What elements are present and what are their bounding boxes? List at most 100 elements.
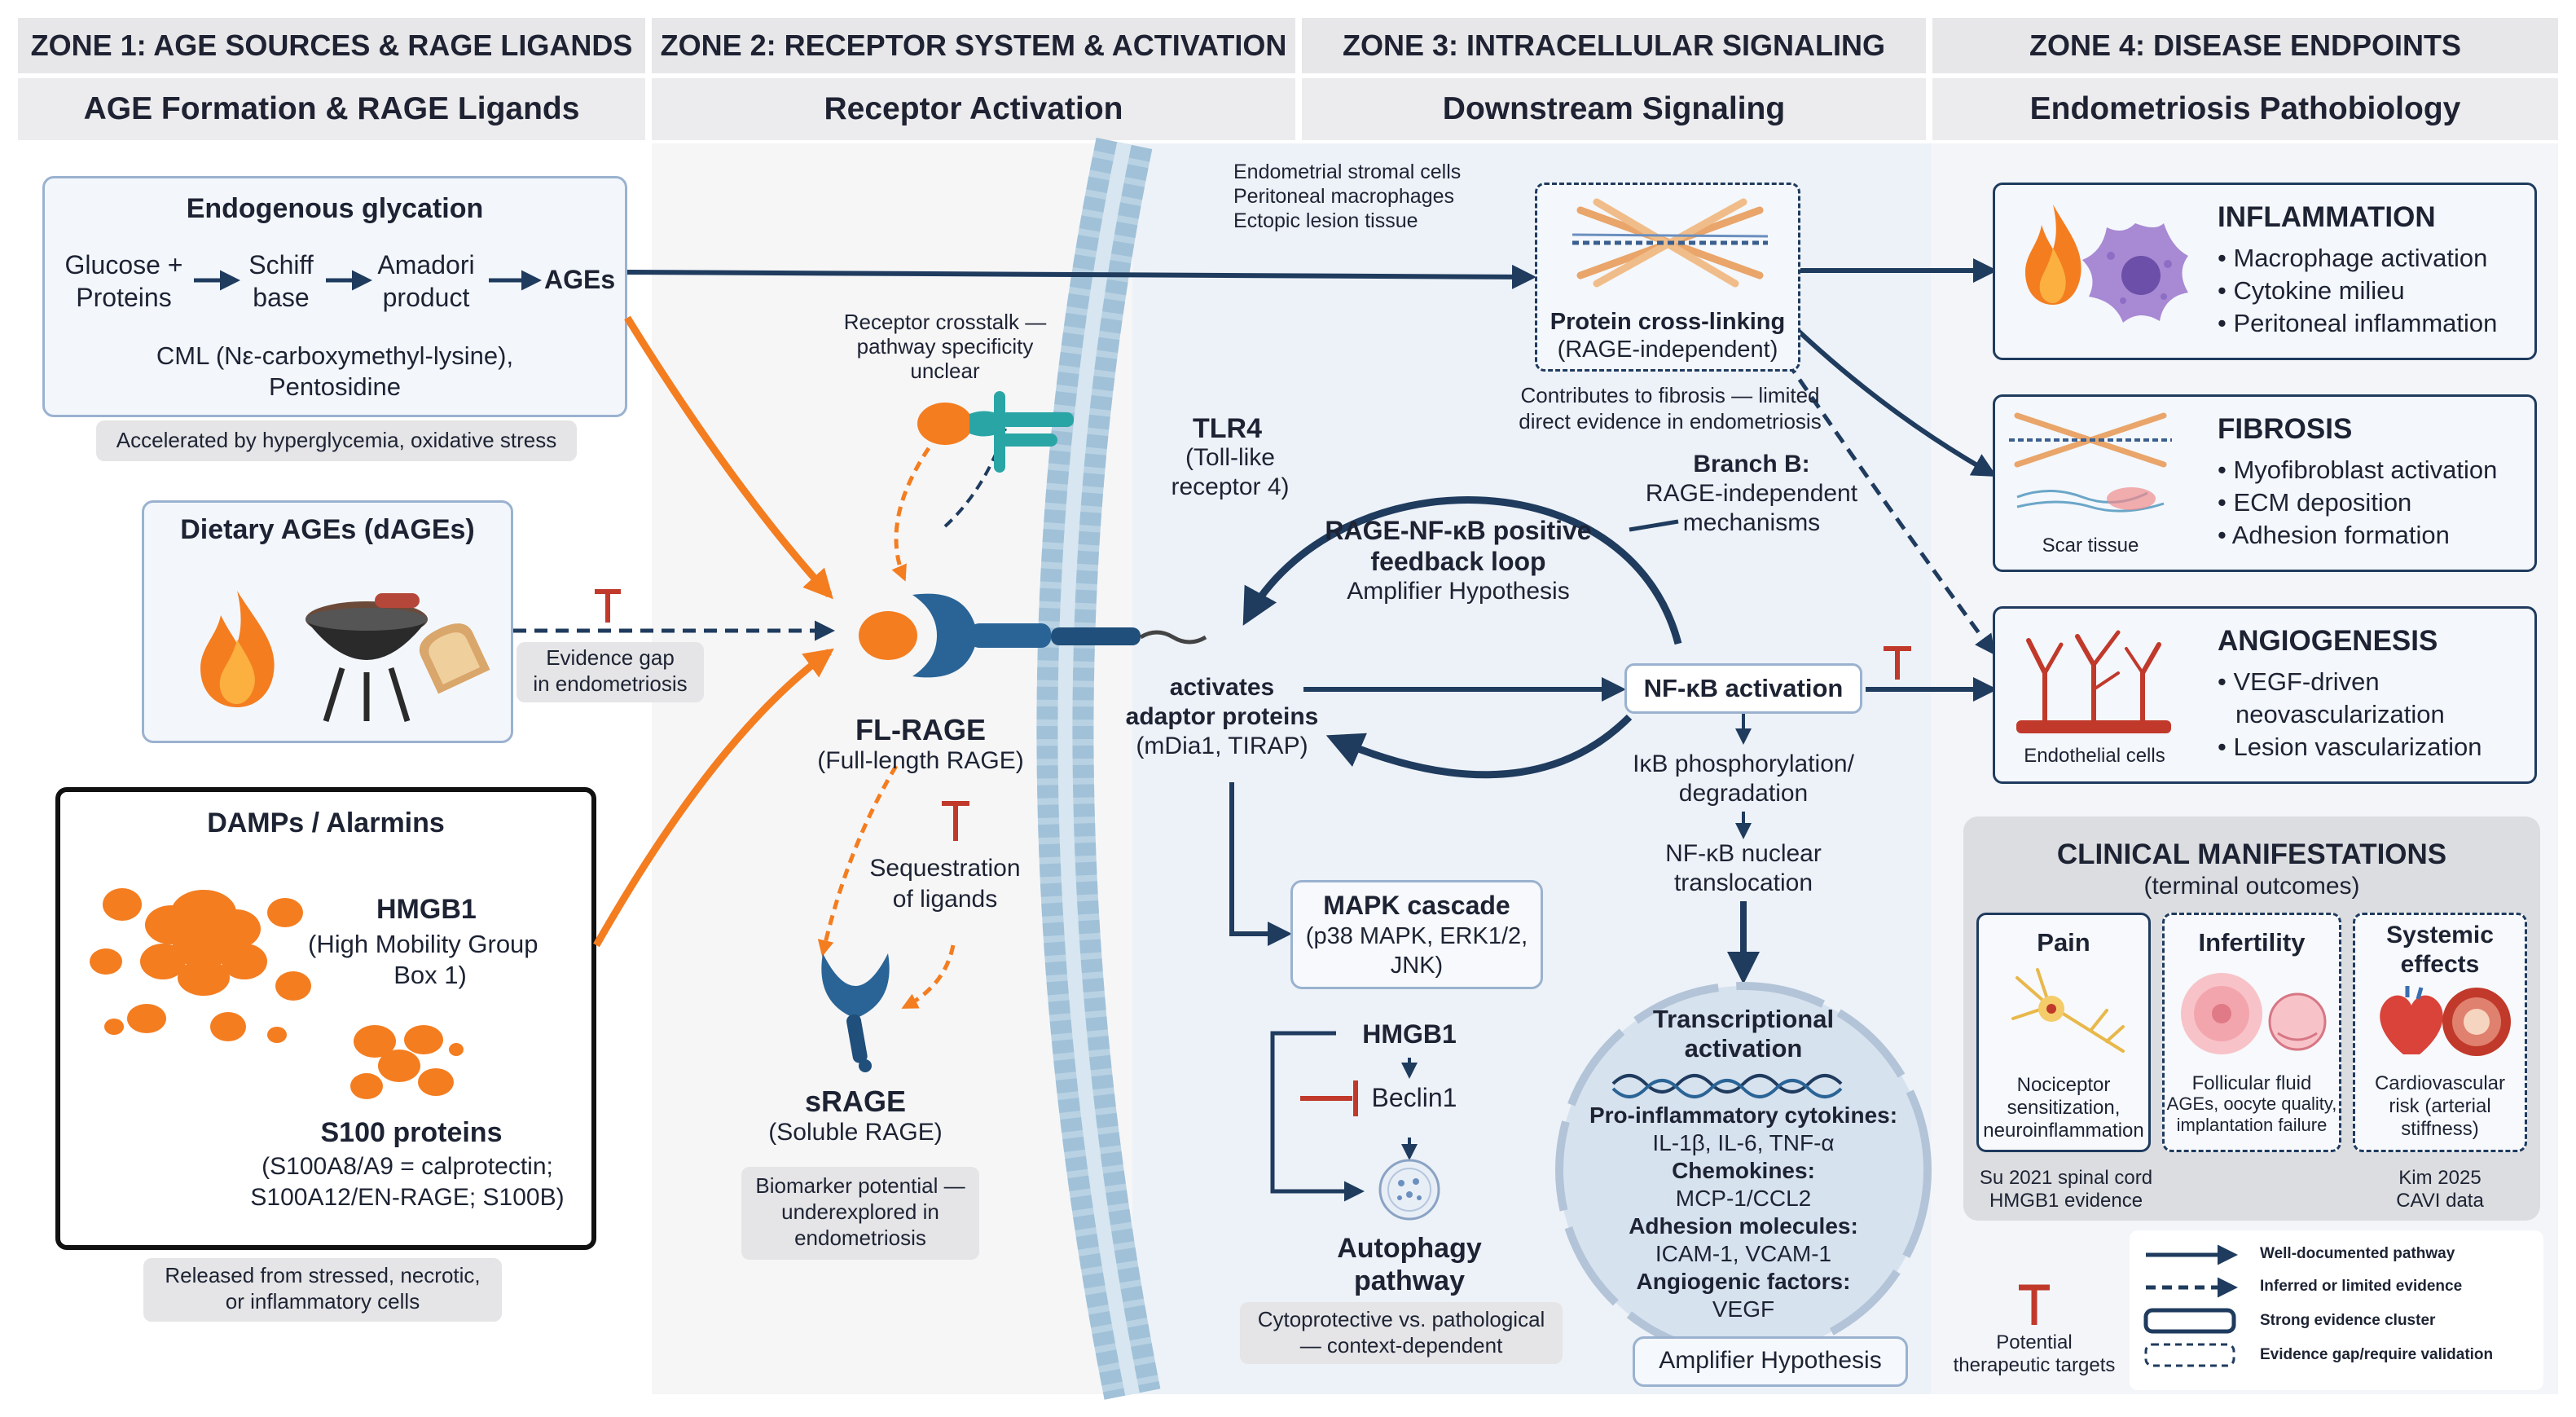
mapk-title: MAPK cascade: [1323, 891, 1510, 920]
mapk-desc-2: JNK): [1390, 953, 1444, 979]
fl-rage-desc: (Full-length RAGE): [817, 747, 1024, 774]
branch-b-label: Branch B:: [1693, 451, 1810, 477]
systemic-desc-3: stiffness): [2401, 1118, 2479, 1140]
dietary-title: Dietary AGEs (dAGEs): [180, 514, 475, 545]
legend-evidence-gap: Evidence gap/require validation: [2260, 1346, 2494, 1363]
adhesion-label: Adhesion molecules:: [1629, 1213, 1858, 1239]
fibrosis-item-1: • Myofibroblast activation: [2218, 455, 2498, 484]
nuclear-2: translocation: [1673, 869, 1813, 896]
srage-icon: [821, 953, 890, 1072]
endothelial-vessel-icon: [2016, 630, 2171, 733]
zone3-subheader: Downstream Signaling: [1302, 78, 1926, 140]
mapk-desc-1: (p38 MAPK, ERK1/2,: [1305, 923, 1528, 949]
hmgb1-autophagy-label: HMGB1: [1362, 1019, 1457, 1049]
hmgb1-desc-2: Box 1): [393, 961, 467, 989]
crosstalk-note-2: pathway specificity: [856, 334, 1034, 359]
tlr4-desc-1: (Toll-like: [1185, 444, 1275, 471]
inflammation-item-1: • Macrophage activation: [2218, 244, 2488, 272]
infertility-desc-3: implantation failure: [2176, 1115, 2328, 1135]
cytokines-label: Pro-inflammatory cytokines:: [1589, 1102, 1898, 1128]
zone1-header: ZONE 1: AGE SOURCES & RAGE LIGANDS: [18, 18, 645, 73]
dietary-evidence-gap-1-text: Evidence gap: [546, 645, 675, 670]
chemokines-label: Chemokines:: [1672, 1158, 1815, 1183]
cells-3: Ectopic lesion tissue: [1233, 209, 1418, 232]
inflammation-title: INFLAMMATION: [2218, 201, 2436, 233]
branch-b-desc-1: RAGE-independent: [1645, 480, 1858, 507]
chemokines-values: MCP-1/CCL2: [1675, 1186, 1812, 1211]
biomarker-1: Biomarker potential —: [755, 1173, 965, 1198]
zone4-header: ZONE 4: DISEASE ENDPOINTS: [1932, 18, 2558, 73]
glycation-title: Endogenous glycation: [186, 193, 484, 224]
hmgb1-label: HMGB1: [376, 894, 477, 925]
tlr4-label: TLR4: [1193, 413, 1262, 444]
crosslink-title: Protein cross-linking: [1550, 309, 1786, 335]
fl-rage-receptor-icon: [859, 593, 1207, 678]
glycation-step-glucose: Glucose +: [64, 250, 183, 279]
cells-2: Peritoneal macrophages: [1233, 185, 1454, 208]
oocyte-icon: [2181, 973, 2327, 1054]
biomarker-2: underexplored in: [781, 1199, 939, 1224]
zone4-subheader: Endometriosis Pathobiology: [1932, 78, 2558, 140]
srage-desc: (Soluble RAGE): [768, 1119, 943, 1146]
sequestration-1: Sequestration: [869, 855, 1021, 882]
crosstalk-note-3: unclear: [910, 359, 980, 383]
glycation-step-amadori-2: product: [382, 283, 470, 312]
systemic-title-2: effects: [2400, 951, 2480, 978]
mapk-box: [1290, 880, 1543, 989]
biomarker-note: [741, 1167, 979, 1260]
systemic-desc-2: risk (arterial: [2389, 1095, 2491, 1117]
s100-desc-1: (S100A8/A9 = calprotectin;: [262, 1153, 553, 1180]
infertility-title: Infertility: [2198, 928, 2306, 957]
nfkb-activation-box: [1624, 663, 1862, 714]
fibrosis-title: FIBROSIS: [2218, 413, 2353, 445]
damps-box: [55, 787, 596, 1250]
dietary-box: [142, 500, 513, 743]
ikb-1: IκB phosphorylation/: [1633, 750, 1854, 777]
cytokines-values: IL-1β, IL-6, TNF-α: [1652, 1130, 1835, 1155]
angiogenesis-item-1: • VEGF-driven: [2218, 667, 2380, 696]
legend-therapeutic-2: therapeutic targets: [1953, 1354, 2116, 1376]
glycation-box: [42, 176, 627, 417]
zone2-header: ZONE 2: RECEPTOR SYSTEM & ACTIVATION: [652, 18, 1295, 73]
toast-icon: [419, 623, 490, 694]
clinical-sub: (terminal outcomes): [2143, 873, 2360, 900]
cytoprotective-note: [1240, 1302, 1563, 1364]
crosslink-fibers-icon: [1572, 198, 1769, 288]
infertility-desc-2: AGEs, oocyte quality,: [2166, 1094, 2337, 1114]
adaptor-3: (mDia1, TIRAP): [1136, 733, 1308, 759]
dietary-evidence-gap-2-text: in endometriosis: [533, 671, 688, 696]
legend-well-documented: Well-documented pathway: [2260, 1245, 2455, 1262]
scar-tissue-icon: [2009, 412, 2172, 513]
pain-box: [1976, 913, 2151, 1152]
legend-strong-cluster: Strong evidence cluster: [2260, 1312, 2436, 1329]
fibrosis-item-2: • ECM deposition: [2218, 488, 2412, 517]
cytoprotective-2: — context-dependent: [1299, 1333, 1503, 1358]
damps-title: DAMPs / Alarmins: [207, 808, 445, 838]
angiogenesis-title: ANGIOGENESIS: [2218, 625, 2438, 657]
feedback-loop-2: feedback loop: [1370, 547, 1546, 576]
fibrosis-box: [1993, 394, 2537, 572]
amplifier-label: Amplifier Hypothesis: [1659, 1347, 1882, 1374]
fibrosis-evidence-1: Contributes to fibrosis — limited: [1520, 383, 1820, 407]
systemic-desc-1: Cardiovascular: [2374, 1072, 2506, 1094]
glycation-cml: CML (Nε-carboxymethyl-lysine),: [156, 341, 514, 370]
kim-2025-note-1: Kim 2025: [2398, 1167, 2481, 1189]
damps-note-2: or inflammatory cells: [225, 1289, 420, 1314]
hmgb1-desc-1: (High Mobility Group: [308, 930, 538, 958]
sequestration-2: of ligands: [892, 886, 998, 913]
inflammation-item-2: • Cytokine milieu: [2218, 276, 2405, 305]
angiogenesis-box: [1993, 606, 2537, 784]
autophagy-1: Autophagy: [1337, 1233, 1482, 1264]
scar-tissue-label: Scar tissue: [2042, 535, 2139, 557]
pain-desc-1: Nociceptor: [2016, 1074, 2111, 1096]
glycation-step-amadori: Amadori: [377, 250, 475, 279]
crosstalk-note-1: Receptor crosstalk —: [843, 310, 1047, 334]
legend-therapeutic-1: Potential: [1996, 1331, 2073, 1353]
adhesion-values: ICAM-1, VCAM-1: [1655, 1241, 1832, 1266]
nfkb-activation-label: NF-κB activation: [1643, 674, 1844, 702]
cells-1: Endometrial stromal cells: [1233, 161, 1462, 183]
ikb-2: degradation: [1678, 780, 1809, 807]
zone3-header: ZONE 3: INTRACELLULAR SIGNALING: [1302, 18, 1926, 73]
transcriptional-1: Transcriptional: [1652, 1005, 1835, 1033]
